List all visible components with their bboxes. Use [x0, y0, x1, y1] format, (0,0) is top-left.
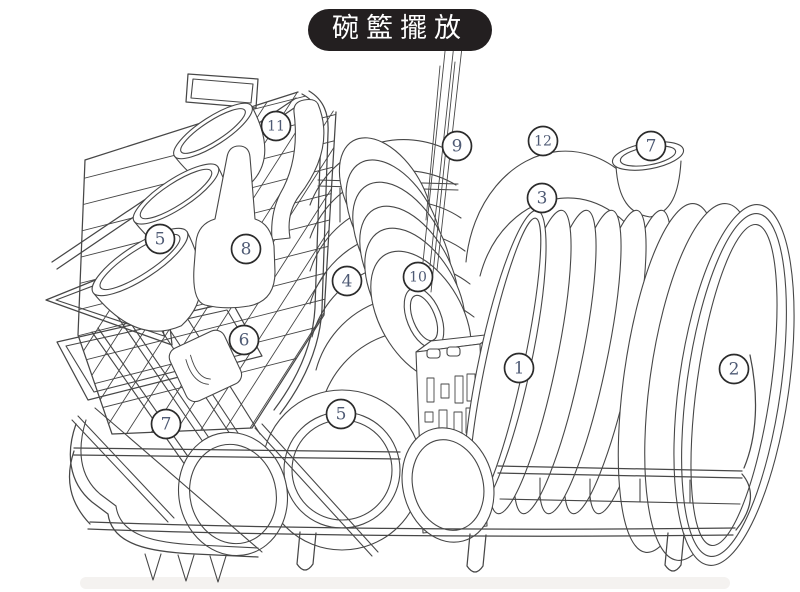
svg-text:4: 4: [342, 272, 353, 292]
callout-7: 7: [635, 130, 667, 162]
svg-text:11: 11: [267, 119, 285, 135]
callout-9: 9: [441, 130, 473, 162]
callout-4: 4: [331, 265, 363, 297]
title-badge: 碗籃擺放: [308, 9, 492, 51]
rice-paddle: [193, 98, 325, 309]
callout-12: 12: [527, 125, 559, 157]
callout-5: 5: [325, 398, 357, 430]
small-bowl-left: [177, 431, 289, 557]
svg-text:6: 6: [239, 331, 250, 351]
callout-7: 7: [150, 408, 182, 440]
mug: [168, 329, 243, 403]
callout-8: 8: [230, 233, 262, 265]
svg-text:8: 8: [241, 240, 252, 260]
callout-5: 5: [144, 223, 176, 255]
svg-text:5: 5: [336, 405, 347, 425]
svg-text:10: 10: [409, 270, 427, 286]
svg-text:1: 1: [514, 359, 525, 379]
svg-text:7: 7: [161, 415, 172, 435]
small-bowl-front: [401, 427, 495, 543]
lower-left-frame: [69, 407, 379, 583]
svg-text:3: 3: [537, 189, 548, 209]
chopsticks: [403, 41, 463, 349]
svg-text:7: 7: [646, 137, 657, 157]
callout-1: 1: [503, 352, 535, 384]
svg-text:12: 12: [534, 134, 552, 150]
callout-11: 11: [260, 110, 292, 142]
callout-3: 3: [526, 182, 558, 214]
callout-2: 2: [718, 353, 750, 385]
lower-basket-frame: [68, 354, 757, 573]
callout-10: 10: [402, 261, 434, 293]
floor-shadow: [80, 577, 730, 589]
title-text: 碗籃擺放: [332, 13, 468, 43]
basket-handle: [185, 73, 259, 109]
svg-text:9: 9: [452, 137, 463, 157]
callout-6: 6: [228, 324, 260, 356]
svg-text:2: 2: [729, 360, 740, 380]
large-plates: [617, 203, 795, 566]
svg-text:5: 5: [155, 230, 166, 250]
